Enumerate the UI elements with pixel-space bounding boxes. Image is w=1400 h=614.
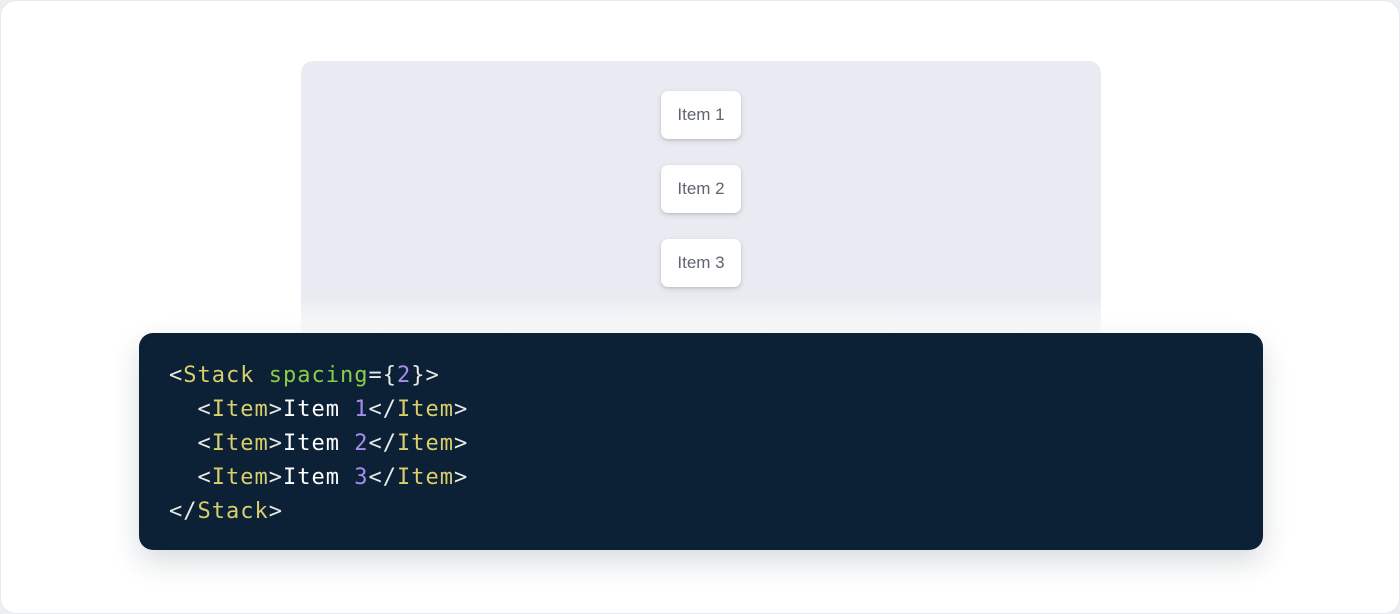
stack-item-card: Item 1 — [661, 91, 741, 139]
code-line: <Item>Item 3</Item> — [169, 461, 1233, 495]
code-token-tag: Item — [396, 465, 454, 490]
code-token-tag: Item — [211, 431, 269, 456]
code-token-text: Item — [282, 465, 355, 490]
code-token-punct: > — [425, 363, 440, 388]
code-token-punct: = — [368, 363, 383, 388]
code-token-number: 2 — [396, 363, 412, 388]
code-token-punct: { — [382, 363, 397, 388]
code-token-punct: } — [411, 363, 426, 388]
code-token-tag: Stack — [183, 363, 255, 388]
code-token-text: Item — [282, 431, 355, 456]
code-line: <Item>Item 1</Item> — [169, 393, 1233, 427]
code-token-punct: < — [197, 397, 212, 422]
code-token-tag: Item — [396, 397, 454, 422]
stack-item-card: Item 2 — [661, 165, 741, 213]
code-token-punct: </ — [169, 499, 198, 524]
code-block: <Stack spacing={2}> <Item>Item 1</Item> … — [139, 333, 1263, 550]
code-token-punct: > — [268, 499, 283, 524]
code-token-tag: Item — [396, 431, 454, 456]
code-token-punct: > — [453, 431, 469, 456]
code-token-number: 3 — [354, 465, 369, 490]
code-token-text: Item — [282, 397, 355, 422]
code-token-punct: < — [197, 465, 212, 490]
code-token-punct: > — [268, 397, 283, 422]
code-token-tag: Item — [211, 465, 269, 490]
code-line: </Stack> — [169, 495, 1233, 529]
code-token-tag: Stack — [197, 499, 269, 524]
code-token-number: 1 — [354, 397, 369, 422]
stack-demo-panel: Item 1 Item 2 Item 3 — [301, 61, 1101, 341]
code-token-attr: spacing — [268, 363, 369, 388]
code-token-punct: < — [169, 363, 184, 388]
code-token-text — [169, 397, 198, 422]
code-token-punct: > — [268, 431, 283, 456]
code-line: <Item>Item 2</Item> — [169, 427, 1233, 461]
code-token-punct: </ — [368, 397, 397, 422]
stack-item-card: Item 3 — [661, 239, 741, 287]
code-token-text — [169, 465, 198, 490]
code-token-punct: </ — [368, 465, 397, 490]
code-line: <Stack spacing={2}> — [169, 359, 1233, 393]
code-token-text — [169, 431, 198, 456]
code-token-punct: < — [197, 431, 212, 456]
code-token-punct: > — [268, 465, 283, 490]
code-token-punct: > — [453, 397, 469, 422]
code-token-tag: Item — [211, 397, 269, 422]
code-token-punct: </ — [368, 431, 397, 456]
code-token-text — [254, 363, 268, 388]
code-content: <Stack spacing={2}> <Item>Item 1</Item> … — [169, 359, 1233, 529]
stack-demo: Item 1 Item 2 Item 3 — [301, 61, 1101, 287]
code-token-number: 2 — [354, 431, 369, 456]
code-token-punct: > — [453, 465, 469, 490]
